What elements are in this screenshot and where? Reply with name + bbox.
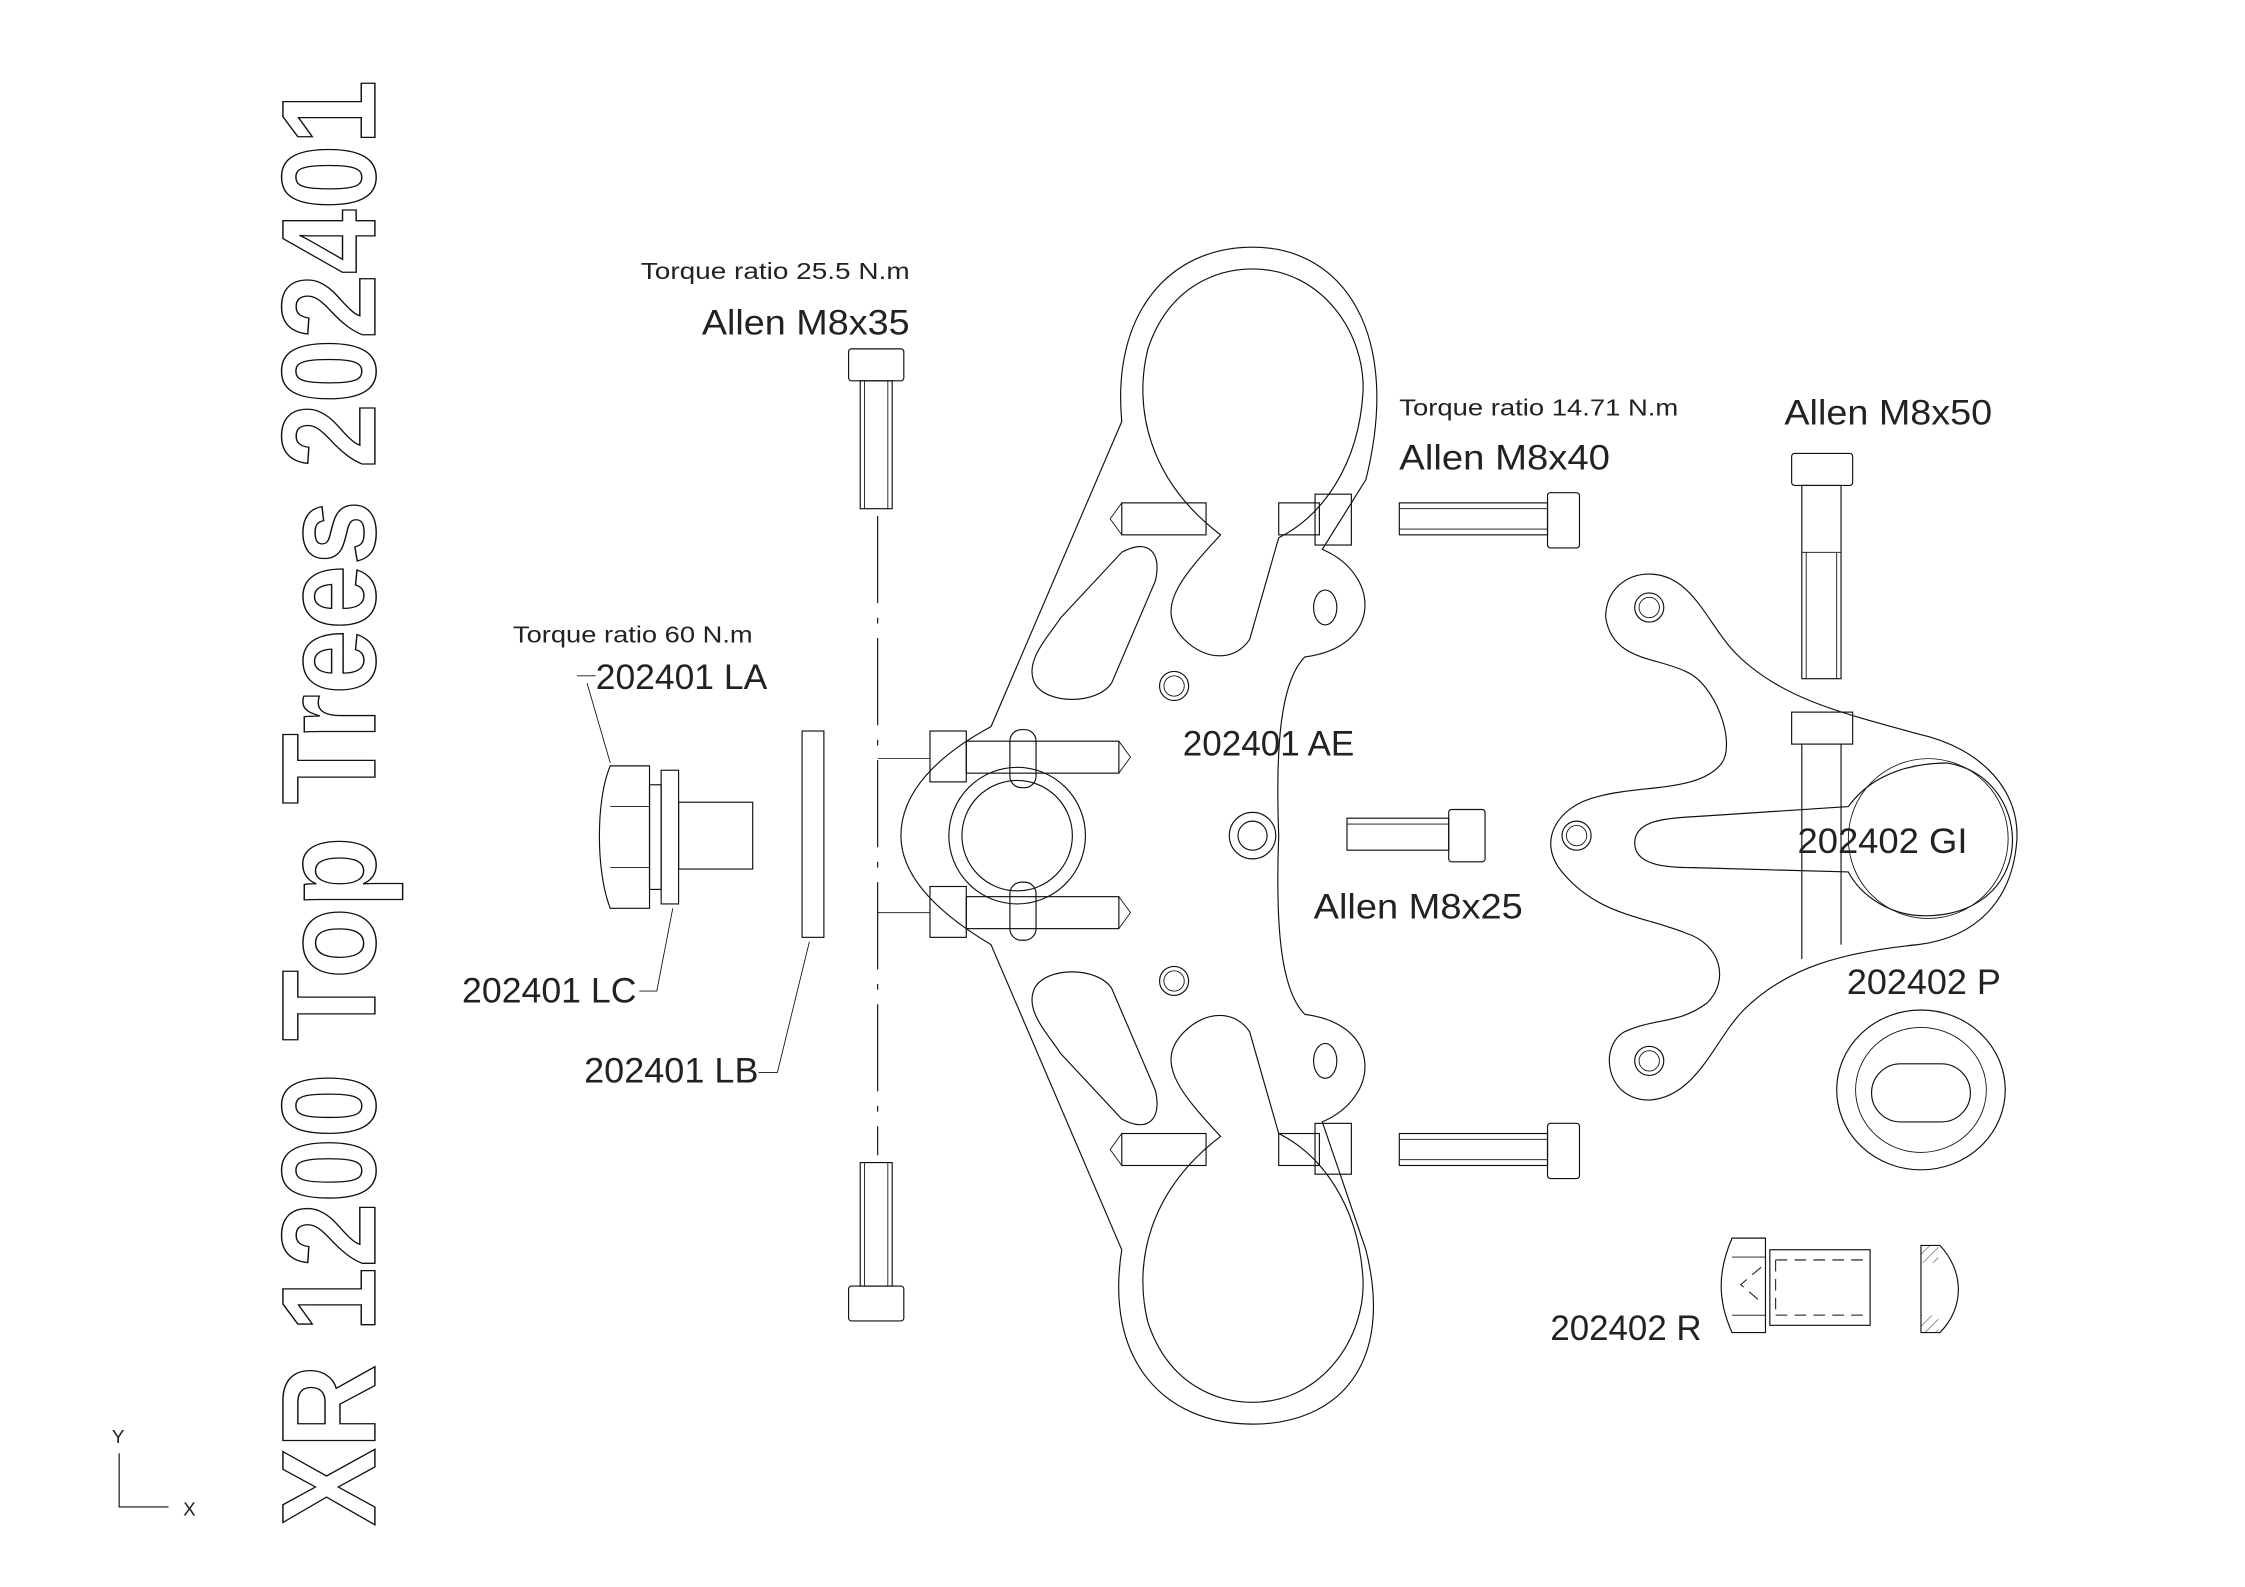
label-202402-gi: 202402 GI	[1797, 822, 1967, 861]
stem-nut-202401-la	[598, 765, 754, 909]
label-allen-m8x35: Allen M8x35	[702, 303, 910, 342]
label-202401-ae: 202401 AE	[1183, 725, 1354, 764]
drawing-title: XR 1200 Top Trees 202401	[255, 80, 404, 1526]
bolt-m8x35-top	[848, 348, 905, 510]
bolt-m8x35-bottom	[848, 1161, 905, 1322]
leader-la	[576, 675, 611, 764]
bolt-m8x40-top	[1398, 492, 1581, 549]
label-torque-25: Torque ratio 25.5 N.m	[641, 258, 910, 284]
leader-lc	[639, 908, 674, 992]
bolt-m8x50	[1791, 452, 1854, 680]
label-allen-m8x25: Allen M8x25	[1314, 887, 1523, 926]
plug-202402-p	[1836, 1009, 2006, 1171]
top-clamp-202401-ae	[877, 246, 1378, 1425]
label-202402-r: 202402 R	[1550, 1309, 1701, 1348]
bolt-m8x40-bottom	[1398, 1122, 1581, 1180]
washer-202401-lb	[801, 730, 825, 938]
axis-y-label: Y	[112, 1427, 125, 1448]
bolt-m8x25	[1346, 808, 1486, 863]
leader-lb	[758, 941, 810, 1073]
label-allen-m8x40: Allen M8x40	[1399, 438, 1610, 477]
label-torque-60: Torque ratio 60 N.m	[513, 621, 753, 647]
axis-indicator-icon: Y X	[112, 1427, 196, 1521]
axis-x-label: X	[183, 1500, 196, 1521]
label-torque-14: Torque ratio 14.71 N.m	[1399, 395, 1678, 421]
lower-clamp-202402-gi	[1550, 573, 2018, 1101]
label-202401-lc: 202401 LC	[462, 972, 636, 1011]
bolt-202402-r	[1720, 1237, 1959, 1334]
label-202401-la: 202401 LA	[596, 658, 768, 697]
label-202401-lb: 202401 LB	[584, 1052, 758, 1091]
label-202402-p: 202402 P	[1847, 963, 2001, 1002]
label-allen-m8x50: Allen M8x50	[1784, 393, 1992, 432]
